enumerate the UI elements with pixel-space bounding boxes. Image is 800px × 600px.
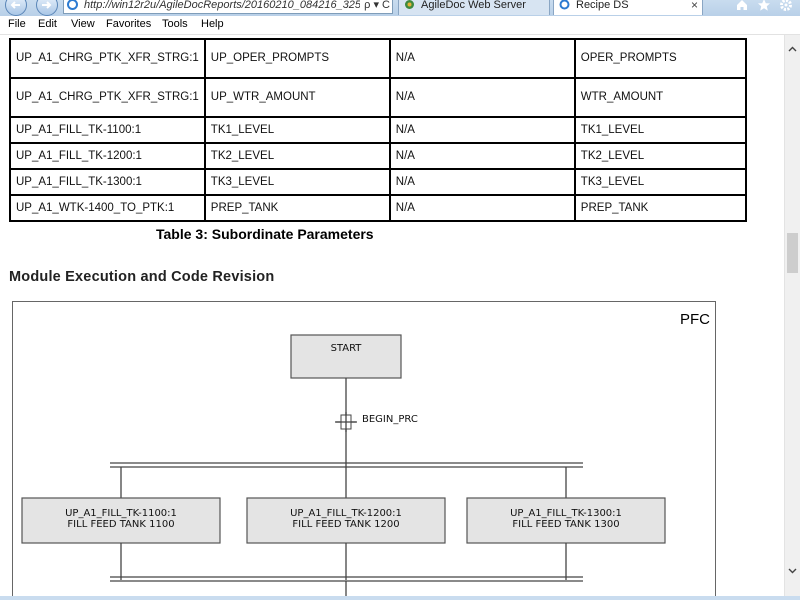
vertical-scrollbar[interactable] bbox=[784, 35, 800, 600]
page-content: UP_A1_CHRG_PTK_XFR_STRG:1 UP_OPER_PROMPT… bbox=[0, 35, 784, 600]
table-cell: UP_A1_WTK-1400_TO_PTK:1 bbox=[9, 194, 206, 222]
table-cell: UP_A1_CHRG_PTK_XFR_STRG:1 bbox=[9, 38, 206, 79]
step-description: FILL FEED TANK 1200 bbox=[292, 519, 399, 530]
section-heading: Module Execution and Code Revision bbox=[9, 269, 275, 285]
table-cell: N/A bbox=[388, 194, 576, 222]
ie-page-icon bbox=[67, 0, 78, 10]
start-step-box bbox=[290, 334, 402, 379]
step-box-fill-tk-1200 bbox=[246, 497, 446, 544]
table-cell: TK3_LEVEL bbox=[573, 168, 748, 196]
home-icon[interactable] bbox=[734, 0, 750, 13]
forward-button[interactable] bbox=[36, 0, 58, 16]
menu-bar: File Edit View Favorites Tools Help bbox=[0, 16, 800, 35]
table-cell: N/A bbox=[388, 116, 576, 144]
tab-recipe-ds[interactable]: Recipe DS × bbox=[553, 0, 703, 15]
step-description: FILL FEED TANK 1300 bbox=[512, 519, 619, 530]
menu-favorites[interactable]: Favorites bbox=[106, 18, 152, 30]
table-cell: UP_WTR_AMOUNT bbox=[203, 77, 391, 118]
table-cell: UP_A1_FILL_TK-1100:1 bbox=[9, 116, 206, 144]
table-row: UP_A1_WTK-1400_TO_PTK:1 PREP_TANK N/A PR… bbox=[9, 194, 748, 222]
pfc-label: PFC bbox=[680, 311, 710, 328]
step-name: UP_A1_FILL_TK-1300:1 bbox=[510, 508, 622, 519]
scroll-down-icon[interactable] bbox=[788, 568, 797, 574]
table-cell: OPER_PROMPTS bbox=[573, 38, 748, 79]
tab-agiledoc-web-server[interactable]: AgileDoc Web Server bbox=[398, 0, 550, 15]
transition-label: BEGIN_PRC bbox=[362, 414, 418, 425]
table-row: UP_A1_FILL_TK-1300:1 TK3_LEVEL N/A TK3_L… bbox=[9, 168, 748, 196]
address-url[interactable]: http://win12r2u/AgileDocReports/20160210… bbox=[84, 0, 368, 11]
step-box-fill-tk-1100 bbox=[21, 497, 221, 544]
table-cell: UP_OPER_PROMPTS bbox=[203, 38, 391, 79]
tab-label: AgileDoc Web Server bbox=[421, 0, 526, 11]
back-arrow-icon bbox=[10, 1, 20, 9]
forward-arrow-icon bbox=[42, 1, 52, 9]
table-cell: TK3_LEVEL bbox=[203, 168, 391, 196]
menu-edit[interactable]: Edit bbox=[38, 18, 57, 30]
window-bottom-edge bbox=[0, 596, 800, 600]
back-button[interactable] bbox=[5, 0, 27, 16]
table-cell: WTR_AMOUNT bbox=[573, 77, 748, 118]
table-cell: N/A bbox=[388, 142, 576, 170]
menu-tools[interactable]: Tools bbox=[162, 18, 188, 30]
ie-favicon-icon bbox=[559, 0, 570, 10]
table-cell: UP_A1_CHRG_PTK_XFR_STRG:1 bbox=[9, 77, 206, 118]
table-row: UP_A1_CHRG_PTK_XFR_STRG:1 UP_OPER_PROMPT… bbox=[9, 38, 748, 79]
table-cell: N/A bbox=[388, 77, 576, 118]
table-caption: Table 3: Subordinate Parameters bbox=[156, 226, 374, 242]
table-cell: UP_A1_FILL_TK-1200:1 bbox=[9, 142, 206, 170]
step-name: UP_A1_FILL_TK-1200:1 bbox=[290, 508, 402, 519]
scroll-up-icon[interactable] bbox=[788, 46, 797, 52]
menu-help[interactable]: Help bbox=[201, 18, 224, 30]
table-cell: N/A bbox=[388, 168, 576, 196]
scroll-thumb[interactable] bbox=[787, 233, 798, 273]
table-cell: N/A bbox=[388, 38, 576, 79]
agiledoc-favicon-icon bbox=[405, 0, 414, 9]
pfc-diagram-frame bbox=[12, 301, 716, 600]
menu-file[interactable]: File bbox=[8, 18, 26, 30]
star-icon[interactable] bbox=[756, 0, 772, 13]
table-cell: UP_A1_FILL_TK-1300:1 bbox=[9, 168, 206, 196]
browser-title-bar: http://win12r2u/AgileDocReports/20160210… bbox=[0, 0, 800, 16]
gear-icon[interactable] bbox=[778, 0, 794, 13]
step-name: UP_A1_FILL_TK-1100:1 bbox=[65, 508, 177, 519]
start-step-label: START bbox=[331, 343, 363, 354]
pfc-diagram: START BEGIN_PRC UP_A1_FILL_TK-1100:1 FIL… bbox=[21, 334, 666, 600]
table-cell: PREP_TANK bbox=[573, 194, 748, 222]
table-row: UP_A1_CHRG_PTK_XFR_STRG:1 UP_WTR_AMOUNT … bbox=[9, 77, 748, 118]
table-row: UP_A1_FILL_TK-1100:1 TK1_LEVEL N/A TK1_L… bbox=[9, 116, 748, 144]
table-cell: TK1_LEVEL bbox=[573, 116, 748, 144]
address-bar[interactable]: http://win12r2u/AgileDocReports/20160210… bbox=[63, 0, 393, 14]
step-description: FILL FEED TANK 1100 bbox=[67, 519, 174, 530]
table-row: UP_A1_FILL_TK-1200:1 TK2_LEVEL N/A TK2_L… bbox=[9, 142, 748, 170]
tab-close-icon[interactable]: × bbox=[690, 0, 698, 12]
table-cell: TK2_LEVEL bbox=[573, 142, 748, 170]
tab-label: Recipe DS bbox=[576, 0, 629, 11]
table-cell: TK2_LEVEL bbox=[203, 142, 391, 170]
table-cell: PREP_TANK bbox=[203, 194, 391, 222]
subordinate-parameters-table: UP_A1_CHRG_PTK_XFR_STRG:1 UP_OPER_PROMPT… bbox=[9, 38, 748, 222]
table-cell: TK1_LEVEL bbox=[203, 116, 391, 144]
address-bar-controls[interactable]: ρ ▾ C bbox=[360, 0, 390, 11]
menu-view[interactable]: View bbox=[71, 18, 95, 30]
